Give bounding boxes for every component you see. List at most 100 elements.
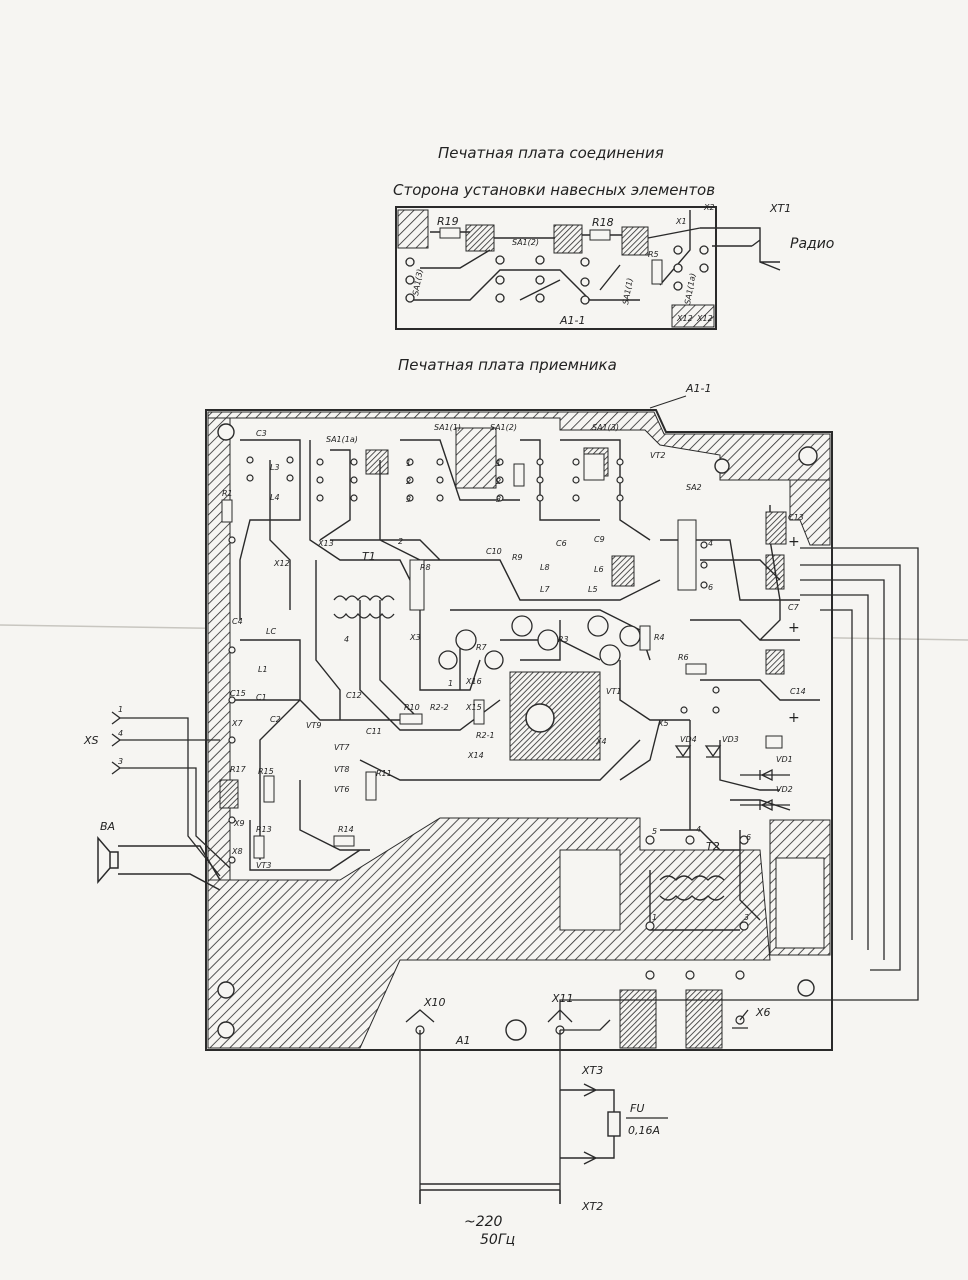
capacitor-section [537,629,559,651]
label-t2: T2 [706,840,720,853]
capacitor-section [484,650,504,670]
resistor-r14 [333,835,355,847]
switch-sa1-3 [583,453,605,481]
label-x5: X5 [657,719,669,728]
resistor-r18 [589,229,611,241]
receiver-board: A1-1 SA1(1) SA1(2) SA1(3) SA1(1a) C3 L3 … [205,382,833,1051]
capacitor-section [511,615,533,637]
pad [405,293,415,303]
label-c1: C1 [256,693,267,702]
pad-block [365,449,389,475]
label-xt1: XT1 [769,202,791,215]
label-t1: T1 [362,550,376,563]
resistor-r16 [263,775,275,803]
ground-plane-top [207,411,831,481]
mounting-hole [217,1021,235,1039]
label-c9: C9 [594,535,605,544]
plus-sign: + [788,710,800,726]
mounting-hole [714,458,730,474]
xs-wires [120,717,231,877]
mount-side-title: Сторона установки навесных элементов [393,181,715,199]
pin-number: 2 [496,477,501,486]
pad [405,275,415,285]
label-x2: X2 [703,203,715,212]
label-vt1: VT1 [606,687,621,696]
label-vt8: VT8 [334,765,349,774]
power-connectors [405,1009,749,1190]
pin-number: 1 [118,705,123,714]
resistor-r2-2 [473,699,485,725]
label-c12: C12 [346,691,362,700]
ground-plane-right [789,479,831,546]
pad [580,277,590,287]
label-x16: X16 [465,677,482,686]
pad [405,257,415,267]
label-c14: C14 [790,687,806,696]
external-wiring: XS 1 4 3 BA X10 X11 X6 A1 XT3 FU 0,16А X… [83,547,919,1248]
resistor-r13 [253,835,265,859]
pad [495,255,505,265]
pin-number: 3 [406,495,411,504]
pin-number: 1 [406,459,411,468]
label-x11: X11 [551,992,574,1005]
pad-block [465,224,495,252]
coil-l6 [611,555,635,587]
resistor-r6 [685,663,707,675]
label-r11: R11 [376,769,392,778]
pin-number: 4 [344,635,349,644]
transformer-window [775,857,825,949]
label-c11: C11 [366,727,382,736]
ground-pad [397,209,429,249]
power-pad [685,989,723,1049]
fuse-wiring [560,1083,615,1165]
resistor-r19 [439,227,461,239]
label-c6: C6 [556,539,567,548]
resistor-r10 [399,713,423,725]
pad [673,263,683,273]
label-sa1-3: SA1(3) [592,423,619,432]
receiver-board-title: Печатная плата приемника [398,356,617,374]
label-xt2: XT2 [581,1200,603,1213]
label-r1: R1 [222,489,233,498]
pin-number: 4 [118,729,123,738]
resistor-r2 [409,559,425,611]
mounting-hole [798,446,818,466]
resistor-r1 [221,499,233,523]
pin-number: 1 [496,459,501,468]
transformer-window [559,849,621,931]
capacitor-c13 [765,511,787,545]
pad [535,275,545,285]
label-c10: C10 [486,547,502,556]
label-r5: R5 [648,250,659,259]
label-r14: R14 [338,825,354,834]
plus-sign: + [788,620,800,636]
label-r6: R6 [678,653,689,662]
label-l4: L4 [270,493,280,502]
label-r8: R8 [420,563,431,572]
pin-number: 1 [448,679,453,688]
label-fu-rating: 0,16А [628,1124,660,1137]
mounting-hole [525,703,555,733]
component-pad [765,735,783,749]
ground-plane-left [207,417,231,881]
resistor-r11 [365,771,377,801]
label-fu: FU [630,1102,644,1115]
label-x12-b: X12 [696,314,713,323]
mounting-hole [797,979,815,997]
resistor [513,463,525,487]
pad [580,295,590,305]
label-c13: C13 [788,513,804,522]
label-sa2: SA2 [686,483,702,492]
pad [699,263,709,273]
label-r10: R10 [404,703,420,712]
label-x12-a: X12 [676,314,693,323]
diode-symbols [674,745,773,812]
power-pad [619,989,657,1049]
label-r9: R9 [512,553,523,562]
label-r7: R7 [476,643,488,652]
pad [535,293,545,303]
label-l8: L8 [540,563,550,572]
speaker-ba [97,835,221,891]
label-x3: X3 [409,633,421,642]
